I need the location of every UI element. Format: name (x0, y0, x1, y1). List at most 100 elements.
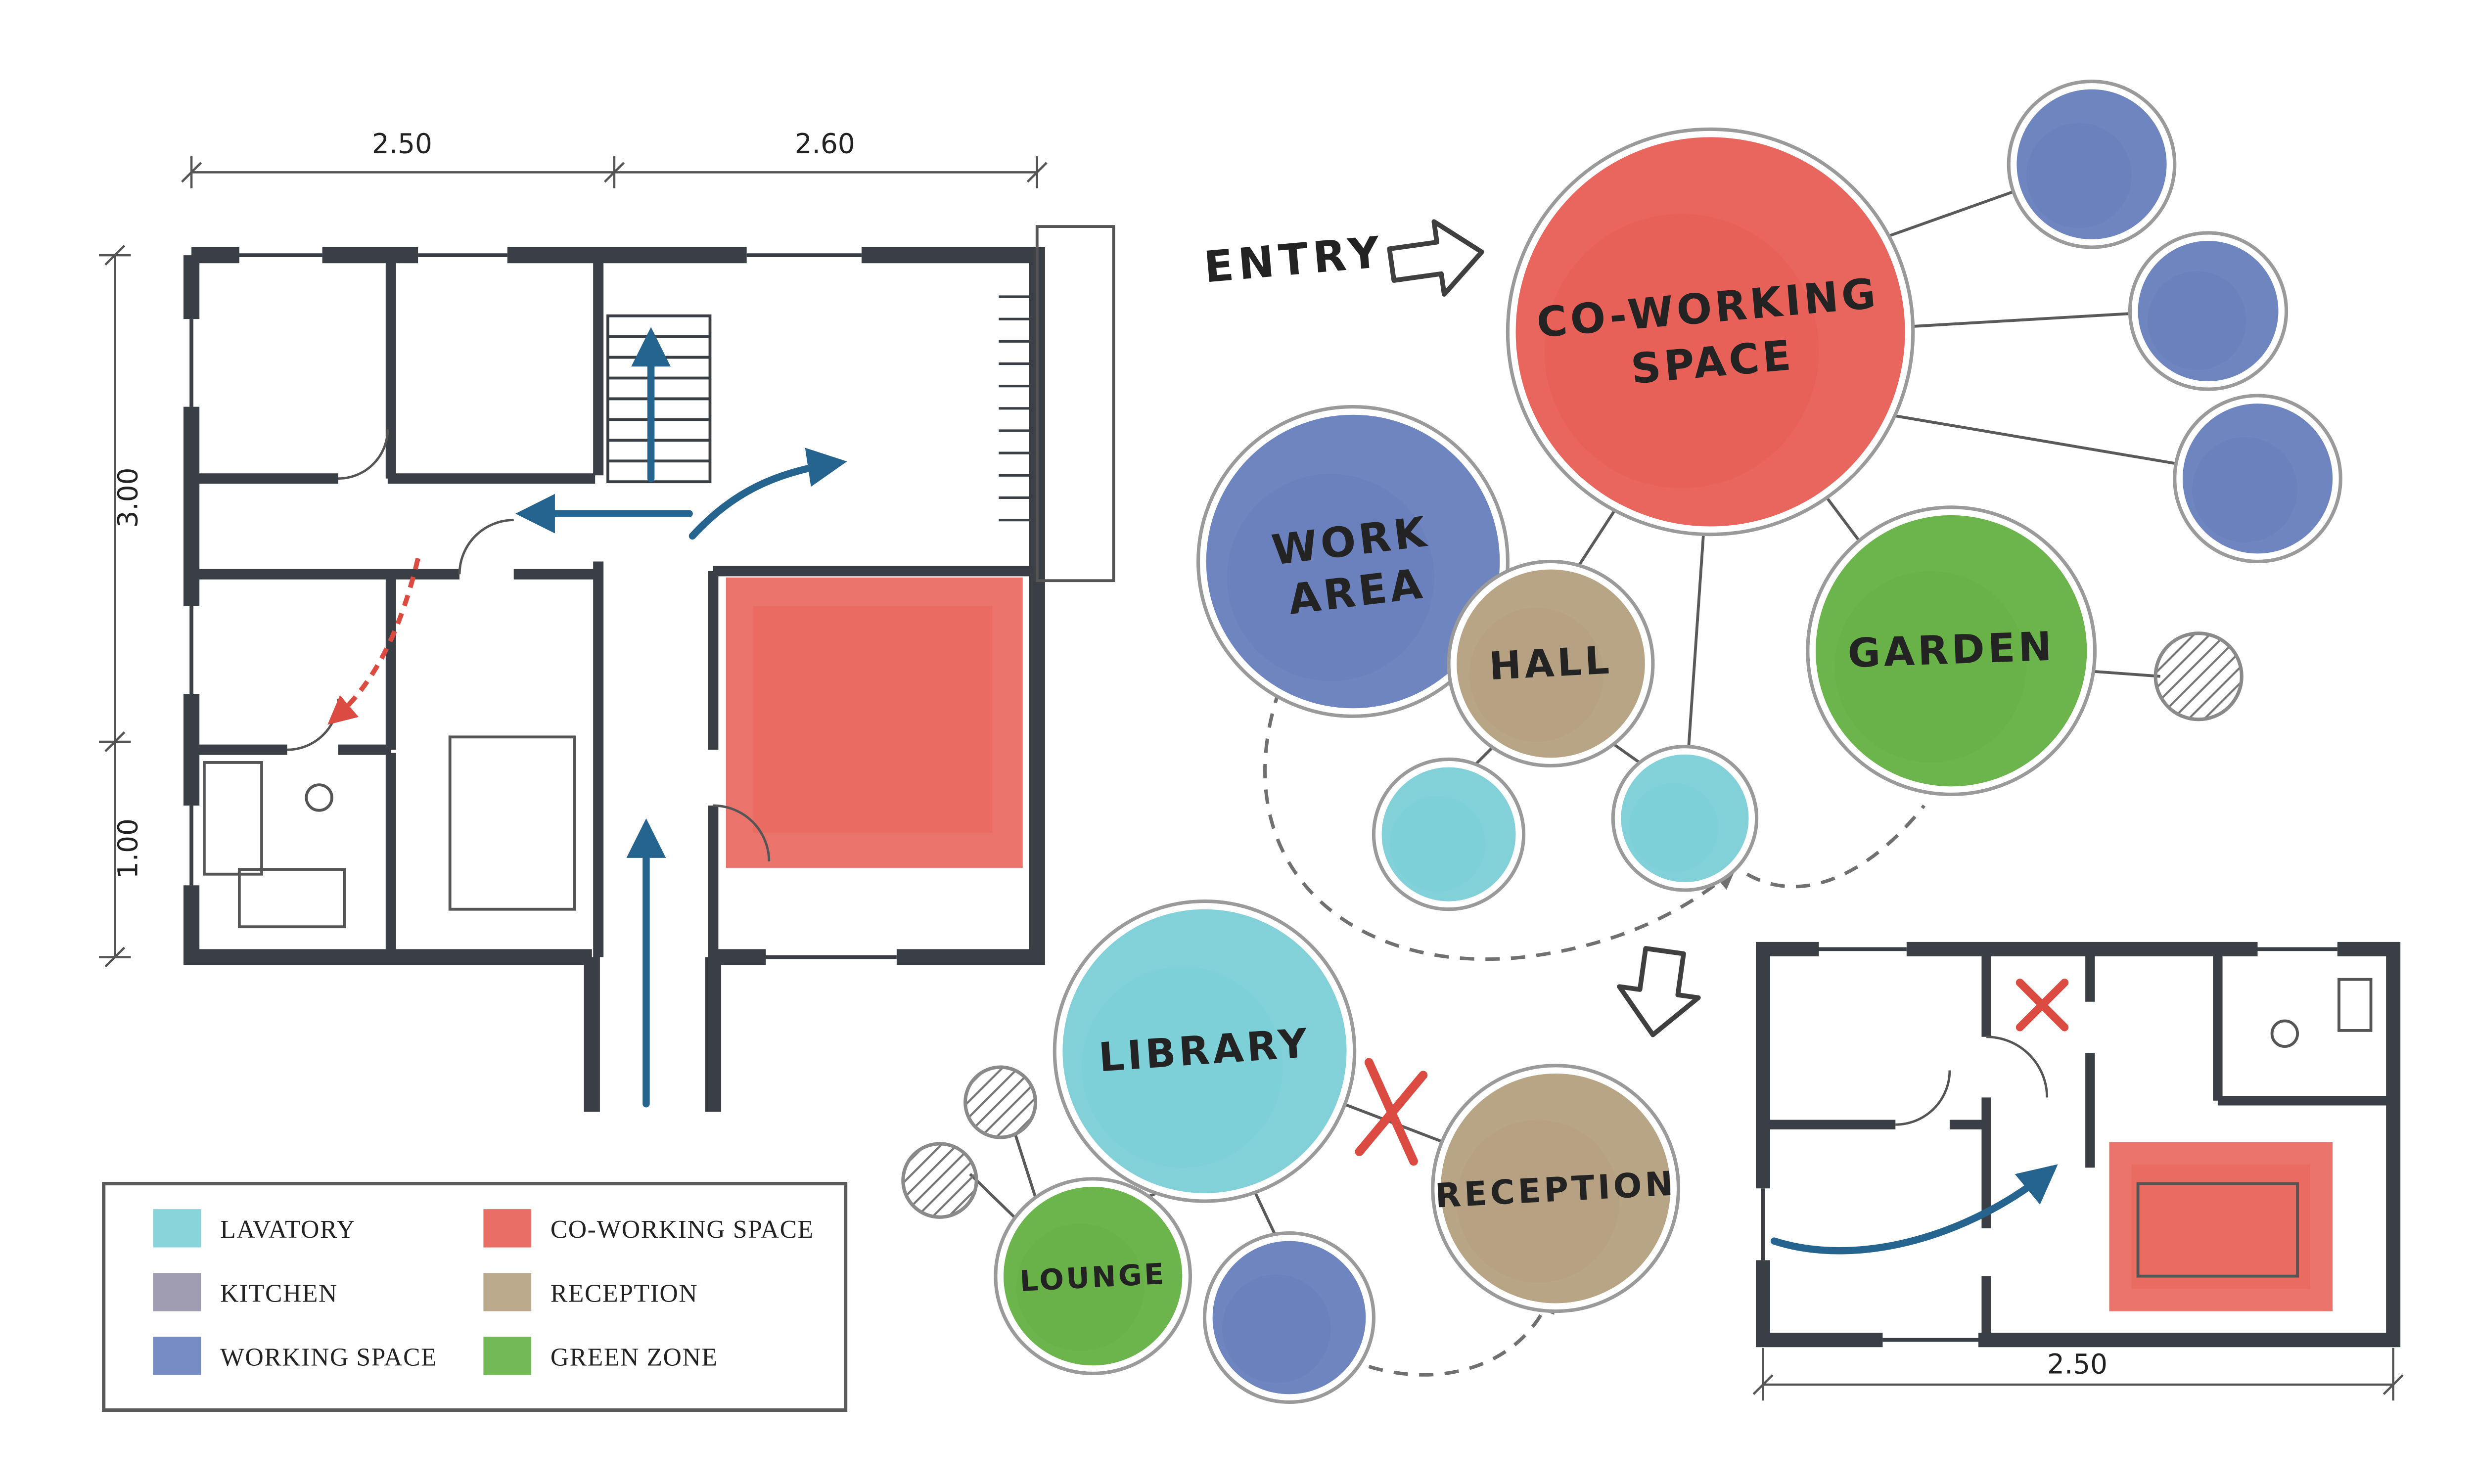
dimensions-left-plan: 2.50 2.60 3.00 1.00 (99, 128, 1048, 968)
circulation-arrows (515, 327, 847, 1108)
windows (1753, 940, 2337, 1350)
plan2-walls (1753, 940, 2401, 1350)
satellite-circle-blue (2007, 79, 2177, 249)
stairs (606, 314, 712, 484)
connector-line (1870, 410, 2190, 467)
connector-line (1901, 311, 2146, 329)
stair-treads (608, 335, 710, 463)
bubble-texture (1544, 214, 1819, 489)
bubble-fill (2016, 89, 2167, 239)
bubble-texture (1457, 1120, 1620, 1283)
plan2-details (1895, 978, 2373, 1278)
dimension-label: 3.00 (112, 467, 143, 528)
legend-swatch (483, 1273, 532, 1311)
x-stroke (1355, 1071, 1428, 1156)
hatched-fill (901, 1142, 978, 1219)
satellite-circle-teal (1372, 757, 1526, 911)
blocked-door-x-icon (2015, 979, 2069, 1032)
legend-item-coworking-space: CO-WORKING SPACE (483, 1209, 814, 1248)
bubble-texture (1469, 608, 1603, 742)
hatched-circle (901, 1142, 978, 1219)
hatched-circle (963, 1065, 1038, 1139)
legend-label: RECEPTION (550, 1279, 698, 1307)
bubble-fill (2138, 241, 2279, 381)
satellite-circle-blue (1202, 1231, 1375, 1404)
sofa (2136, 1182, 2299, 1278)
bubble-texture (1834, 571, 2026, 763)
circulation-arrow-red-dashed (327, 557, 420, 725)
door-arc (713, 804, 771, 861)
door-arc (287, 698, 340, 751)
bubble-fill (1515, 137, 1905, 527)
dimension-line-top (181, 156, 1048, 188)
dimension-label: 2.50 (2047, 1348, 2107, 1380)
bubble-texture (1016, 1223, 1144, 1351)
bubble-texture (2192, 437, 2298, 542)
bubble-fill (1004, 1187, 1183, 1366)
bubble-texture (1629, 783, 1719, 873)
dimension-line-left (99, 245, 131, 968)
bubble-reception: RECEPTION (1431, 1064, 1681, 1313)
plan2-coworking-zone (2109, 1142, 2333, 1311)
bubble-work-area: WORK AREA (1196, 405, 1510, 718)
wall (584, 957, 722, 1112)
wall (183, 255, 592, 965)
bubble-fill (1621, 754, 1749, 882)
legend-swatch (483, 1337, 532, 1375)
dashed-flow (1746, 804, 1926, 889)
legend-label: GREEN ZONE (550, 1343, 718, 1371)
bubble-texture (2026, 123, 2132, 228)
bubble-library: LIBRARY (1053, 899, 1357, 1203)
bubble-texture (1389, 796, 1486, 892)
dimension-label: 2.50 (372, 128, 432, 160)
coworking-zone-fill (726, 577, 1023, 868)
bubble-texture (2147, 271, 2246, 370)
bubble-fill (1212, 1241, 1366, 1394)
door-arc (1895, 1070, 1951, 1126)
hatched-circle (2153, 631, 2244, 721)
bubble-hall: HALL (1447, 559, 1655, 767)
dimension-label: 1.00 (112, 818, 143, 879)
circulation-arrow-entry2 (1770, 1164, 2058, 1255)
floor-plan-main: 2.50 2.60 3.00 1.00 (99, 128, 1115, 1112)
circulation-arrow-right (688, 448, 847, 540)
bubble-diagram: ENTRY CO-WORKING SPACE (901, 79, 2342, 1404)
bubble-fill (1206, 414, 1500, 709)
legend-swatch (153, 1209, 201, 1248)
legend-box (102, 1182, 848, 1412)
bubble-label: GARDEN (1847, 624, 2056, 677)
coworking-zone-texture (753, 606, 993, 833)
shelf-band (999, 295, 1034, 522)
down-arrow-icon (1617, 946, 1701, 1037)
bubble-coworking: CO-WORKING SPACE (1506, 127, 1915, 537)
coworking-zone-texture (2131, 1164, 2310, 1289)
bubble-fill (1381, 767, 1516, 901)
bubble-texture (1227, 474, 1434, 681)
bubble-fill (1457, 569, 1645, 758)
bubble-fill (1062, 909, 1347, 1193)
coworking-zone-fill (2109, 1142, 2333, 1311)
legend-swatch (153, 1273, 201, 1311)
door-arc (458, 519, 514, 575)
legend-swatch (153, 1337, 201, 1375)
satellite-circle-blue (2173, 394, 2342, 564)
dimension-label: 2.60 (795, 128, 855, 160)
bubble-garden: GARDEN (1806, 505, 2097, 796)
satellite-circle-blue (2128, 231, 2289, 391)
door-arc (338, 429, 389, 480)
blocked-connection-x-icon (1355, 1058, 1428, 1166)
table (237, 868, 346, 929)
legend-swatch (483, 1209, 532, 1248)
hatched-fill (2153, 631, 2244, 721)
legend-item-lavatory: LAVATORY (153, 1209, 355, 1248)
legend-label: CO-WORKING SPACE (550, 1215, 814, 1244)
bubble-texture (1222, 1274, 1331, 1383)
legend-item-green-zone: GREEN ZONE (483, 1337, 718, 1375)
bubble-lounge: LOUNGE (994, 1177, 1192, 1375)
toilet (2270, 1019, 2299, 1048)
connector-line (1687, 526, 1706, 757)
legend: LAVATORY KITCHEN WORKING SPACE CO-WORKIN… (102, 1182, 848, 1412)
bubble-label: HALL (1488, 638, 1614, 689)
